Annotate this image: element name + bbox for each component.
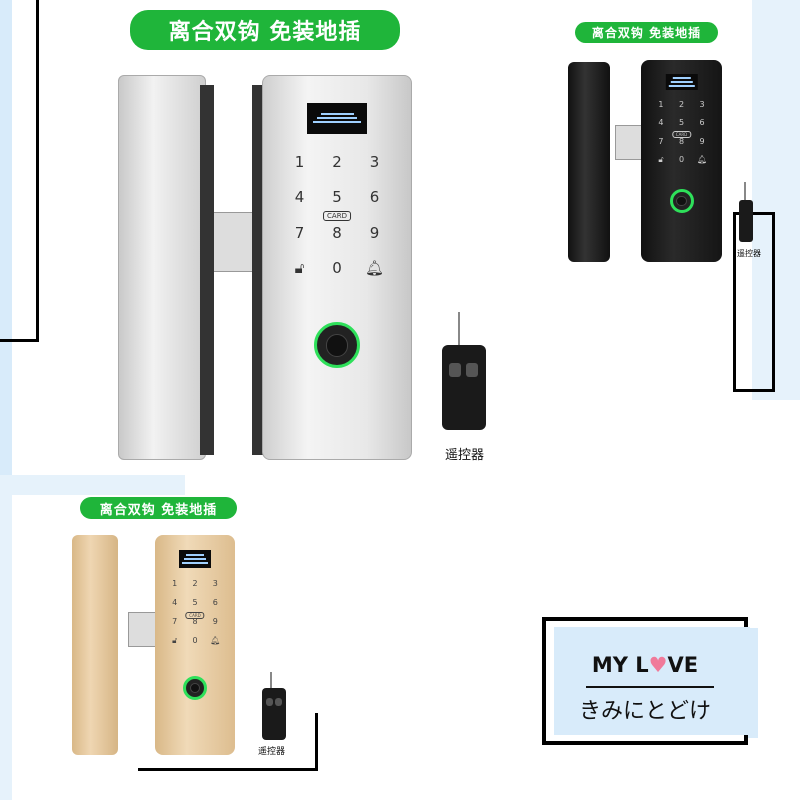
keypad: 1 2 3 4 5 6 7 8 9 🔓︎ 0 🔔︎ — [651, 100, 713, 164]
key-2[interactable]: 2 — [678, 100, 685, 110]
key-9[interactable]: 9 — [699, 136, 705, 146]
key-1[interactable]: 1 — [658, 100, 664, 110]
key-0[interactable]: 0 — [332, 258, 342, 277]
bell-icon[interactable]: 🔔︎ — [696, 154, 708, 164]
key-7[interactable]: 7 — [294, 223, 305, 242]
card-reader-label: CARD — [671, 130, 692, 138]
key-1[interactable]: 1 — [172, 579, 178, 588]
key-3[interactable]: 3 — [212, 579, 218, 588]
key-4[interactable]: 4 — [172, 597, 178, 607]
key-6[interactable]: 6 — [699, 118, 705, 128]
keypad: 1 2 3 4 5 6 7 8 9 🔓︎ 0 🔔︎ — [165, 579, 226, 646]
frame-line — [315, 713, 318, 771]
logo-text: MY L — [591, 653, 649, 677]
key-2[interactable]: 2 — [332, 153, 342, 171]
fingerprint-sensor[interactable] — [669, 189, 694, 214]
fingerprint-sensor[interactable] — [183, 675, 207, 700]
feature-banner: 离合双钩 免装地插 — [575, 22, 718, 43]
logo-text: VE — [667, 653, 699, 677]
remote-control — [739, 200, 753, 242]
key-7[interactable]: 7 — [658, 136, 664, 146]
lock-strike-body — [568, 62, 610, 262]
key-9[interactable]: 9 — [369, 223, 380, 242]
key-8[interactable]: 8 — [678, 136, 685, 146]
bell-icon[interactable]: 🔔︎ — [364, 258, 385, 277]
logo-divider — [586, 686, 714, 688]
key-4[interactable]: 4 — [294, 188, 305, 207]
remote-control — [442, 345, 486, 430]
black-frame-right — [733, 212, 775, 392]
lock-strike-body — [118, 75, 206, 460]
remote-antenna — [270, 672, 272, 692]
key-4[interactable]: 4 — [658, 118, 664, 128]
remote-label: 遥控器 — [445, 448, 485, 463]
remote-antenna — [744, 182, 746, 207]
remote-button — [275, 698, 282, 706]
feature-banner: 离合双钩 免装地插 — [80, 497, 237, 519]
key-0[interactable]: 0 — [192, 635, 198, 645]
lcd-screen — [665, 74, 698, 91]
fingerprint-sensor[interactable] — [314, 322, 360, 369]
lock-main-body: 1 2 3 4 5 6 7 8 9 🔓︎ 0 🔔︎ CARD — [155, 535, 235, 755]
remote-antenna — [458, 312, 460, 352]
key-5[interactable]: 5 — [332, 188, 342, 207]
heart-icon: ♥ — [648, 653, 668, 677]
lcd-screen — [307, 102, 367, 134]
my-love-logo: MY L♥VE きみにとどけ — [542, 617, 750, 745]
bell-icon[interactable]: 🔔︎ — [210, 635, 221, 645]
key-5[interactable]: 5 — [678, 118, 685, 128]
logo-title: MY L♥VE — [546, 653, 744, 677]
key-8[interactable]: 8 — [332, 223, 342, 242]
lock-strike-body — [72, 535, 118, 755]
mount-bracket — [200, 85, 214, 455]
logo-inner — [554, 627, 750, 735]
frame-line — [36, 0, 39, 342]
key-1[interactable]: 1 — [294, 153, 305, 171]
keypad: 1 2 3 4 5 6 7 8 9 🔓︎ 0 🔔︎ — [281, 153, 394, 277]
card-reader-label: CARD — [185, 612, 205, 619]
feature-banner: 离合双钩 免装地插 — [130, 10, 400, 50]
key-5[interactable]: 5 — [192, 597, 198, 607]
blue-strip-left — [0, 0, 12, 475]
key-9[interactable]: 9 — [212, 616, 218, 626]
logo-subtitle: きみにとどけ — [578, 699, 711, 724]
key-3[interactable]: 3 — [369, 153, 380, 171]
remote-label: 遥控器 — [258, 747, 286, 757]
card-reader-label: CARD — [323, 210, 351, 221]
key-3[interactable]: 3 — [699, 100, 705, 110]
remote-label: 遥控器 — [737, 249, 761, 258]
key-7[interactable]: 7 — [172, 616, 178, 626]
frame-line — [0, 339, 39, 342]
latch-hook — [615, 125, 643, 160]
lock-main-body: 1 2 3 4 5 6 7 8 9 🔓︎ 0 🔔︎ CARD — [262, 75, 412, 460]
key-2[interactable]: 2 — [192, 579, 198, 588]
remote-control — [262, 688, 286, 740]
mount-bracket — [252, 85, 264, 455]
lock-icon[interactable]: 🔓︎ — [172, 635, 178, 645]
remote-button — [266, 698, 273, 706]
remote-button — [466, 363, 478, 377]
remote-button — [449, 363, 461, 377]
key-6[interactable]: 6 — [212, 597, 218, 607]
key-8[interactable]: 8 — [192, 616, 198, 626]
frame-line — [138, 768, 318, 771]
key-6[interactable]: 6 — [369, 188, 380, 207]
lock-main-body: 1 2 3 4 5 6 7 8 9 🔓︎ 0 🔔︎ CARD — [641, 60, 722, 262]
lock-icon[interactable]: 🔓︎ — [658, 154, 664, 164]
lock-icon[interactable]: 🔓︎ — [294, 258, 305, 277]
blue-strip-right — [752, 0, 800, 400]
key-0[interactable]: 0 — [678, 154, 685, 164]
latch-hook — [128, 612, 158, 647]
lcd-screen — [179, 550, 211, 568]
